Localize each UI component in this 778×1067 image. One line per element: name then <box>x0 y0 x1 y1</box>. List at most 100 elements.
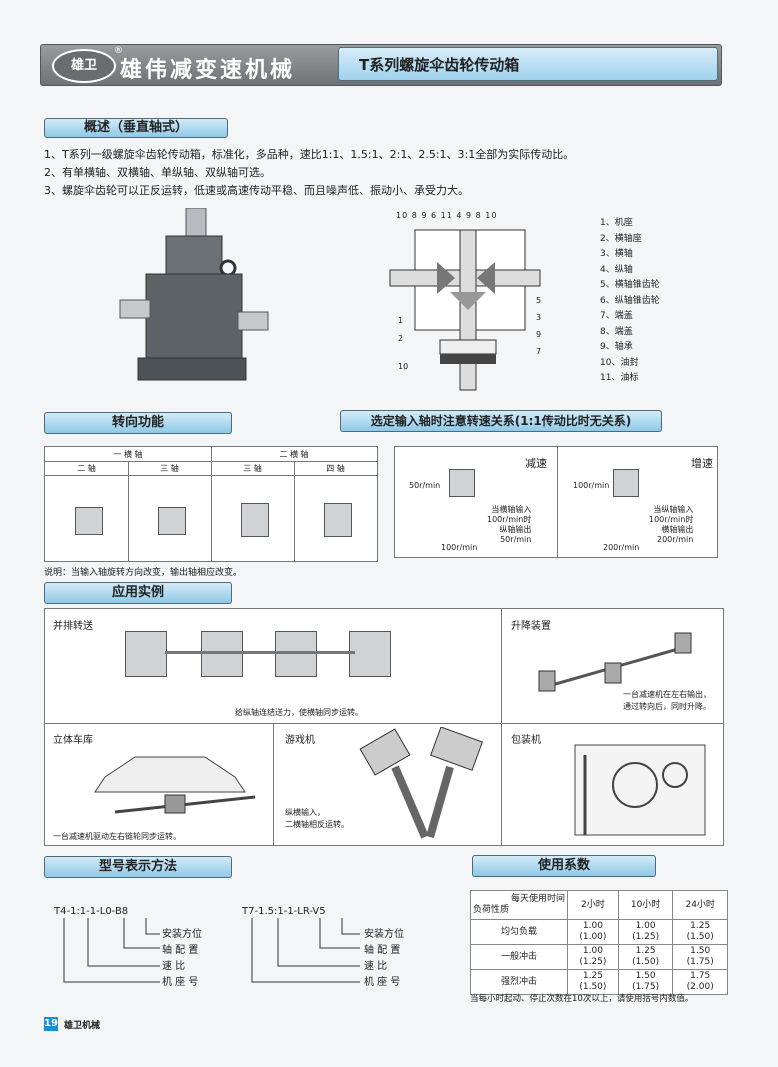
garage-image <box>94 756 256 814</box>
model-code-2: T7-1.5:1-1-LR-V5 <box>242 906 326 917</box>
factor-corner: 每天使用时间 负荷性质 <box>470 890 568 920</box>
cell-value: 1.25 <box>635 946 656 956</box>
cell-value: 1.75 <box>690 971 711 981</box>
cell-value-alt: (1.25) <box>579 957 607 967</box>
factor-heading: 使用系数 <box>472 855 656 877</box>
factor-cell: 1.25(1.50) <box>617 944 674 970</box>
speed-reduce-label: 减速 <box>525 457 547 470</box>
factor-cell: 1.25(1.50) <box>567 969 619 995</box>
model-label: 速 比 <box>162 961 186 972</box>
factor-hour-header: 10小时 <box>617 890 674 920</box>
factor-cell: 1.00(1.25) <box>567 944 619 970</box>
company-name: 雄伟减变速机械 <box>120 57 296 83</box>
model-label: 安装方位 <box>364 929 404 940</box>
part-item: 7、端盖 <box>600 311 633 321</box>
desc-line: 100r/min时 <box>487 515 532 524</box>
speed-heading: 选定输入轴时注意转速关系(1:1传动比时无关系) <box>340 410 662 432</box>
part-item: 9、轴承 <box>600 342 633 352</box>
speed-reduce-gear <box>449 469 475 497</box>
factor-cell: 1.00(1.25) <box>617 919 674 945</box>
part-item: 2、横轴座 <box>600 233 642 244</box>
cell-value: 1.50 <box>635 971 656 981</box>
rotation-col-3: 三 轴 <box>243 464 262 473</box>
gearbox-product-image <box>119 208 269 381</box>
caption-line: 纵横输入， <box>285 808 325 817</box>
model-heading: 型号表示方法 <box>44 856 232 878</box>
model-label: 机 座 号 <box>364 977 401 988</box>
diagram-right-numbers: 5 3 9 7 <box>536 292 541 360</box>
speed-reduce-in: 50r/min <box>409 481 441 490</box>
part-item: 5、横轴锥齿轮 <box>600 280 660 290</box>
cell-value: 1.25 <box>582 971 603 981</box>
part-item: 6、纵轴锥齿轮 <box>600 295 660 306</box>
app-garage-caption: 一台减速机驱动左右链轮同步运转。 <box>53 832 181 841</box>
part-item: 10、油封 <box>600 357 639 368</box>
factor-cell: 1.00(1.00) <box>567 919 619 945</box>
lift-device-image <box>538 632 692 692</box>
rotation-col-2: 三 轴 <box>160 464 179 473</box>
part-item: 3、横轴 <box>600 249 633 259</box>
cross-section-diagram <box>389 229 541 391</box>
rotation-gear-diagram <box>158 507 186 535</box>
factor-row-name: 一般冲击 <box>470 944 568 970</box>
speed-reduce-desc: 当横轴输入 100r/min时 纵轴输出 50r/min <box>487 505 531 545</box>
factor-cell: 1.25(1.50) <box>672 919 728 945</box>
rotation-table: 一 横 轴 二 横 轴 二 轴 三 轴 三 轴 四 轴 <box>44 446 378 562</box>
app-garage-title: 立体车库 <box>53 735 93 746</box>
rotation-heading: 转向功能 <box>44 412 232 434</box>
table-row: 均匀负载 1.00(1.00) 1.00(1.25) 1.25(1.50) <box>470 919 728 945</box>
model-label: 轴 配 置 <box>162 945 199 956</box>
part-item: 11、油标 <box>600 373 639 383</box>
cell-value-alt: (1.50) <box>686 932 714 942</box>
desc-line: 当纵轴输入 <box>653 505 694 514</box>
cell-value-alt: (1.75) <box>632 982 660 992</box>
factor-cell: 1.75(2.00) <box>672 969 728 995</box>
speed-reduce-out: 100r/min <box>441 543 478 552</box>
overview-line-1: 1、T系列一级螺旋伞齿轮传动箱，标准化，多品种，速比1:1、1.5:1、2:1、… <box>44 148 575 161</box>
app-lift-title: 升降装置 <box>511 621 551 632</box>
model-labels-2: 安装方位 轴 配 置 速 比 机 座 号 <box>364 927 404 991</box>
part-item: 1、机座 <box>600 218 633 228</box>
caption-line: 通过转向后，同时升降。 <box>623 702 711 711</box>
conveyor-gear-4 <box>349 631 391 677</box>
part-item: 8、端盖 <box>600 326 633 337</box>
speed-increase-gear <box>613 469 639 497</box>
factor-cell: 1.50(1.75) <box>617 969 674 995</box>
diagram-label-5: 5 <box>536 296 542 305</box>
overview-text: 1、T系列一级螺旋伞齿轮传动箱，标准化，多品种，速比1:1、1.5:1、2:1、… <box>44 146 734 200</box>
service-factor-table: 每天使用时间 负荷性质 2小时 10小时 24小时 均匀负载 1.00(1.00… <box>470 890 728 995</box>
model-label: 轴 配 置 <box>364 945 401 956</box>
model-labels-1: 安装方位 轴 配 置 速 比 机 座 号 <box>162 927 202 991</box>
model-label: 速 比 <box>364 961 388 972</box>
diagram-label-3: 3 <box>536 313 542 322</box>
factor-hour-header: 24小时 <box>672 890 728 920</box>
rotation-group-1: 一 横 轴 <box>113 450 143 459</box>
factor-row-name: 均匀负载 <box>470 919 568 945</box>
page-number: 19 <box>44 1017 58 1031</box>
conveyor-gear-3 <box>275 631 317 677</box>
desc-line: 200r/min <box>657 535 694 544</box>
diagram-top-numbers: 10 8 9 6 11 4 9 8 10 <box>396 211 498 220</box>
conveyor-gear-1 <box>125 631 167 677</box>
diagram-label-9: 9 <box>536 330 542 339</box>
desc-line: 100r/min时 <box>649 515 694 524</box>
factor-corner-top: 每天使用时间 <box>510 894 565 904</box>
rotation-gear-diagram <box>75 507 103 535</box>
diagram-label-2: 2 <box>398 334 404 343</box>
factor-cell: 1.50(1.75) <box>672 944 728 970</box>
app-packing-title: 包装机 <box>511 735 541 746</box>
desc-line: 纵轴输出 <box>499 525 532 534</box>
cell-value: 1.00 <box>635 921 656 931</box>
page-title: T系列螺旋伞齿轮传动箱 <box>338 47 718 81</box>
speed-increase-label: 增速 <box>691 457 713 470</box>
table-row: 强烈冲击 1.25(1.50) 1.50(1.75) 1.75(2.00) <box>470 969 728 995</box>
speed-increase-out: 200r/min <box>603 543 640 552</box>
overview-line-2: 2、有单横轴、双横轴、单纵轴、双纵轴可选。 <box>44 166 271 179</box>
diagram-label-1: 1 <box>398 316 404 325</box>
applications-panel: 并排转送 给纵轴连结送力，使横轴同步运转。 升降装置 一台减速机在左右输出， 通… <box>44 608 724 846</box>
rotation-note: 说明：当输入轴旋转方向改变，输出轴相应改变。 <box>44 568 243 578</box>
model-code-1: T4-1:1-1-L0-B8 <box>54 906 129 917</box>
rotation-gear-diagram <box>241 503 269 537</box>
cell-value: 1.25 <box>690 921 711 931</box>
model-leader-lines-2 <box>251 918 360 983</box>
